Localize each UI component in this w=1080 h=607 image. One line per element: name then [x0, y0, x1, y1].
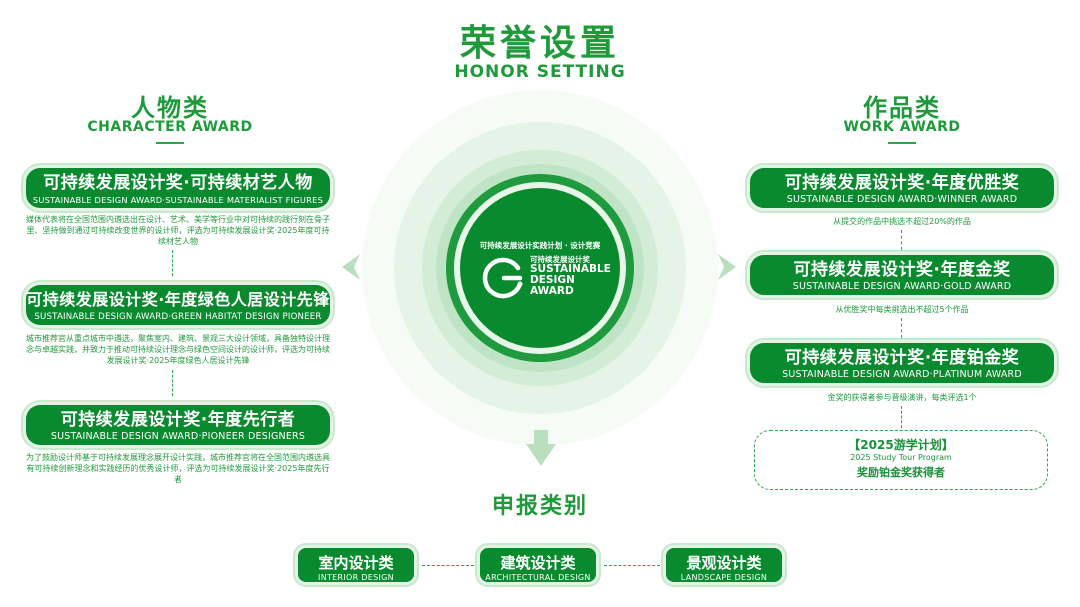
- page-title: 荣誉设置: [459, 23, 620, 64]
- award-subtitle: SUSTAINABLE DESIGN AWARD·GOLD AWARD: [792, 281, 1012, 292]
- chevron-left-icon: [342, 254, 360, 280]
- left-section-title: 人物类: [131, 94, 209, 122]
- award-description: 金奖的获得者参与晋级演讲，每类评选1个: [827, 393, 977, 402]
- logo-word: SUSTAINABLE: [530, 263, 611, 275]
- award-title: 可持续发展设计奖·年度金奖: [793, 260, 1011, 280]
- award-card-gold: 可持续发展设计奖·年度金奖 SUSTAINABLE DESIGN AWARD·G…: [750, 255, 1054, 295]
- award-description: 城市推荐官从重点城市中遴选，聚焦室内、建筑、景观三大设计领域，具备独特设计理念与…: [26, 334, 330, 365]
- award-description: 从提交的作品中挑选不超过20%的作品: [833, 217, 971, 226]
- connector-dots: [172, 370, 173, 396]
- chevron-right-icon: [718, 254, 736, 280]
- connector-dots: [901, 318, 902, 338]
- study-tour-subtitle: 奖励铂金奖获得者: [857, 466, 945, 479]
- category-landscape: 景观设计类 LANDSCAPE DESIGN: [666, 548, 782, 582]
- award-subtitle: SUSTAINABLE DESIGN AWARD·WINNER AWARD: [786, 194, 1018, 205]
- category-label: 建筑设计类: [500, 554, 576, 572]
- award-subtitle: SUSTAINABLE DESIGN AWARD·PLATINUM AWARD: [782, 369, 1022, 380]
- categories-title: 申报类别: [491, 494, 588, 519]
- category-sub: INTERIOR DESIGN: [318, 573, 394, 582]
- award-card-pioneer: 可持续发展设计奖·年度先行者 SUSTAINABLE DESIGN AWARD·…: [26, 405, 330, 445]
- category-interior: 室内设计类 INTERIOR DESIGN: [298, 548, 414, 582]
- award-card-winner: 可持续发展设计奖·年度优胜奖 SUSTAINABLE DESIGN AWARD·…: [750, 168, 1054, 208]
- logo-word: AWARD: [530, 285, 574, 297]
- award-subtitle: SUSTAINABLE DESIGN AWARD·SUSTAINABLE MAT…: [32, 195, 324, 205]
- award-card-green-habitat: 可持续发展设计奖·年度绿色人居设计先锋 SUSTAINABLE DESIGN A…: [26, 285, 330, 325]
- award-title: 可持续发展设计奖·可持续材艺人物: [43, 173, 313, 193]
- connector-dots: [901, 406, 902, 428]
- award-description: 为了鼓励设计师基于可持续发展理念展开设计实践，城市推荐官将在全国范围内遴选具有可…: [26, 453, 330, 484]
- award-card-platinum: 可持续发展设计奖·年度铂金奖 SUSTAINABLE DESIGN AWARD·…: [750, 343, 1054, 383]
- award-description: 从优胜奖中每类挑选出不超过5个作品: [835, 305, 969, 314]
- study-tour-box: 【2025游学计划】 2025 Study Tour Program 奖励铂金奖…: [754, 430, 1048, 490]
- page-subtitle: HONOR SETTING: [454, 62, 626, 82]
- center-logo-cn: 可持续发展设计奖: [530, 255, 590, 264]
- category-architecture: 建筑设计类 ARCHITECTURAL DESIGN: [480, 548, 596, 582]
- study-tour-title: 【2025游学计划】: [848, 438, 954, 452]
- center-logo-en: SUSTAINABLE DESIGN AWARD: [530, 264, 640, 297]
- category-sub: ARCHITECTURAL DESIGN: [485, 573, 591, 582]
- center-disc: [460, 188, 620, 348]
- left-section-subtitle: CHARACTER AWARD: [87, 119, 253, 135]
- award-title: 可持续发展设计奖·年度绿色人居设计先锋: [26, 290, 330, 309]
- right-section-title: 作品类: [863, 94, 941, 122]
- right-underline: [888, 142, 916, 144]
- connector-dots: [901, 230, 902, 250]
- right-section-subtitle: WORK AWARD: [843, 119, 961, 135]
- study-tour-en: 2025 Study Tour Program: [850, 453, 952, 462]
- connector-dots: [172, 250, 173, 276]
- category-label: 景观设计类: [686, 554, 762, 572]
- award-card-materialist: 可持续发展设计奖·可持续材艺人物 SUSTAINABLE DESIGN AWAR…: [26, 168, 330, 208]
- center-rings: [362, 90, 718, 446]
- award-title: 可持续发展设计奖·年度先行者: [60, 410, 296, 430]
- award-title: 可持续发展设计奖·年度优胜奖: [784, 173, 1020, 193]
- award-subtitle: SUSTAINABLE DESIGN AWARD·GREEN HABITAT D…: [34, 312, 322, 322]
- chevron-down-icon: [526, 430, 556, 466]
- category-label: 室内设计类: [318, 554, 394, 572]
- connector-dots: [422, 565, 474, 566]
- category-sub: LANDSCAPE DESIGN: [680, 573, 768, 582]
- award-description: 媒体代表将在全国范围内遴选出在设计、艺术、美学等行业中对可持续的践行刻在骨子里、…: [26, 215, 330, 246]
- center-top-text: 可持续发展设计实践计划 · 设计竞赛: [479, 241, 601, 250]
- award-title: 可持续发展设计奖·年度铂金奖: [784, 348, 1020, 368]
- left-underline: [156, 142, 184, 144]
- award-logo-icon: [482, 257, 523, 299]
- logo-word: DESIGN: [530, 274, 575, 286]
- award-subtitle: SUSTAINABLE DESIGN AWARD·PIONEER DESIGNE…: [50, 431, 306, 442]
- connector-dots: [604, 565, 660, 566]
